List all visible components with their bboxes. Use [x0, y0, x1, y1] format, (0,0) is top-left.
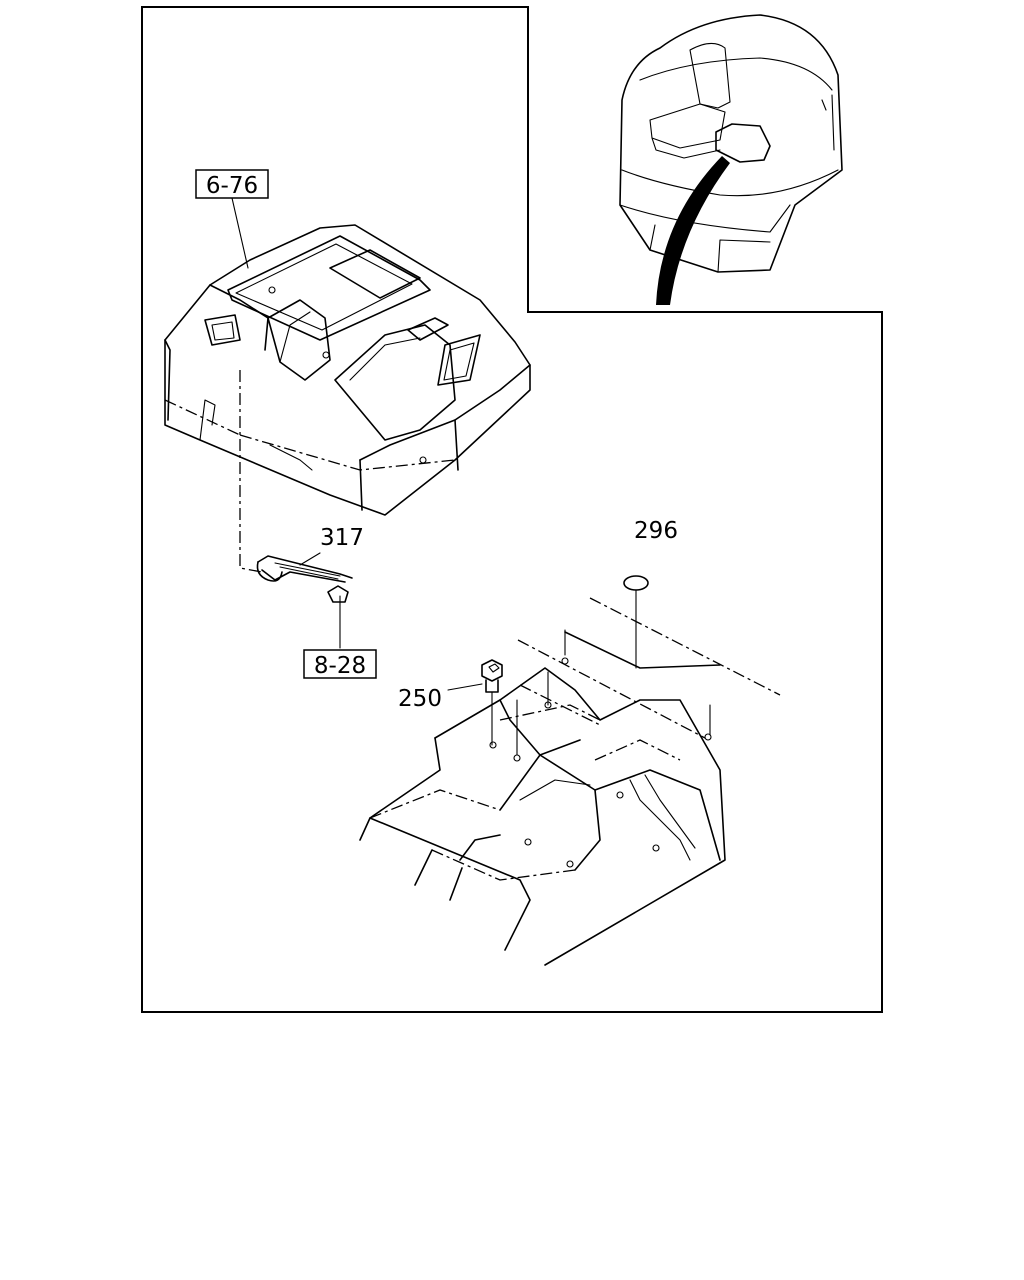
cab-floor [359, 597, 781, 966]
part-label-250[interactable]: 250 [398, 686, 442, 712]
console-cover [164, 224, 531, 516]
leader-6-76 [231, 197, 249, 269]
ref-label-6-76[interactable]: 6-76 [206, 173, 258, 199]
clip-250 [447, 659, 503, 746]
part-label-317[interactable]: 317 [320, 525, 364, 551]
ref-label-8-28[interactable]: 8-28 [314, 653, 366, 679]
ref-box-6-76 [195, 169, 269, 199]
inset-cab-view [619, 14, 843, 305]
plug-296 [623, 575, 649, 669]
cable-317 [239, 370, 353, 649]
part-label-296[interactable]: 296 [634, 518, 678, 544]
diagram-frame [141, 6, 883, 1013]
ref-box-8-28 [303, 649, 377, 679]
